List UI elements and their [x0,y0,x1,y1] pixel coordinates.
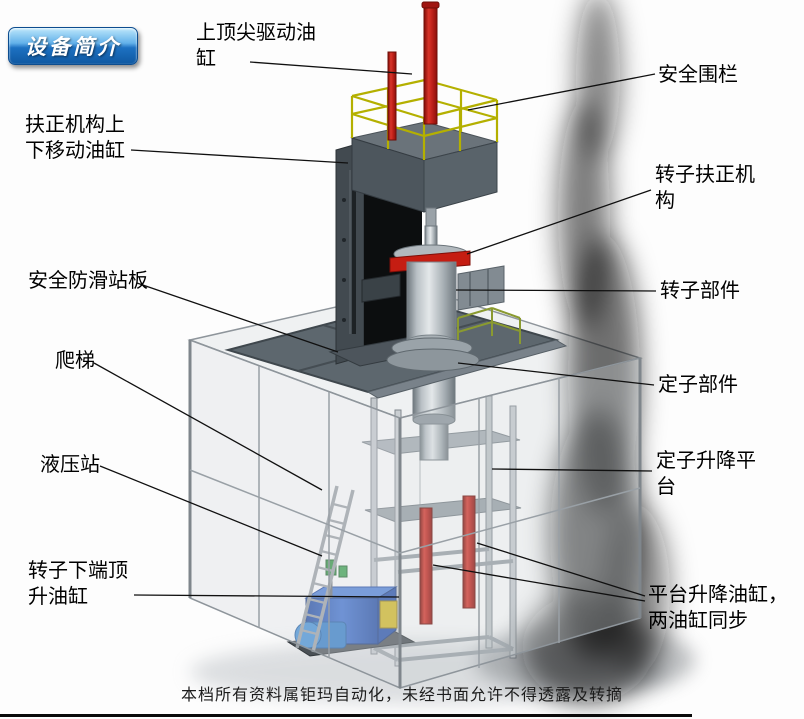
ladder-graphic [295,485,355,653]
top-drive-cylinder-graphic [387,1,440,141]
title-badge-label: 设备简介 [25,35,121,59]
leader-lines [93,61,657,602]
rotor-assembly [361,207,505,372]
enclosure-front [188,338,642,690]
footer-copyright: 本档所有资料属钜玛自动化，未经书面允许不得透露及转摘 [180,687,623,704]
label-centering-mechanism-lift-cylinder: 扶正机构上下移动油缸 [25,114,125,163]
label-hydraulic-station: 液压站 [40,454,100,476]
label-stator-component: 定子部件 [658,374,738,396]
label-stator-lift-platform: 定子升降平台 [656,450,756,499]
platform-lift-cylinders-graphic [419,495,476,625]
label-safety-fence: 安全围栏 [658,64,738,86]
platform-side-rail [457,307,521,345]
bottom-divider [0,714,692,717]
label-anti-slip-standing-plate: 安全防滑站板 [28,270,148,292]
label-ladder: 爬梯 [55,350,95,372]
label-rotor-component: 转子部件 [660,280,740,302]
label-rotor-bottom-jack-cylinder: 转子下端顶升油缸 [28,560,128,609]
smoke-shadow [522,0,670,703]
hydraulic-station-graphic [286,559,416,657]
label-platform-lift-cylinders: 平台升降油缸，两油缸同步 [648,584,788,633]
label-rotor-centering-mechanism: 转子扶正机构 [655,164,755,213]
label-top-center-drive-cylinder: 上顶尖驱动油缸 [196,22,316,71]
title-badge: 设备简介 [8,27,138,65]
